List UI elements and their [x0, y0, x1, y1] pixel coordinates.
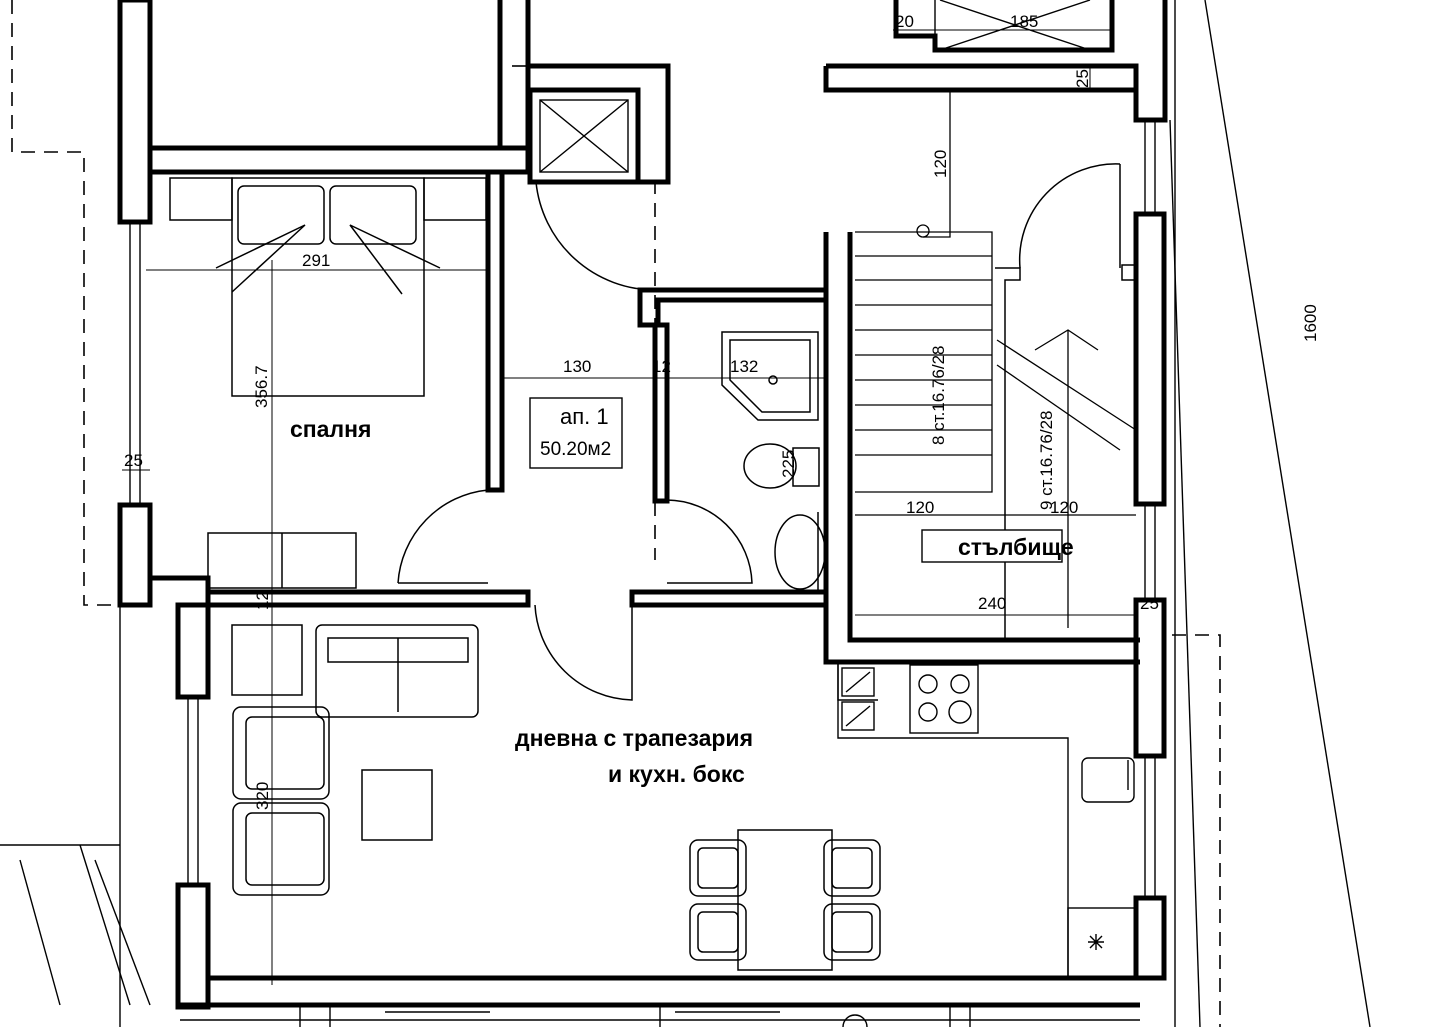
dim-356-7: 356.7 — [252, 365, 271, 408]
thin-lines — [0, 0, 1371, 1027]
apartment-area: 50.20м2 — [540, 439, 611, 460]
dim-120-vertical: 120 — [931, 150, 950, 178]
shaft — [539, 99, 629, 173]
dim-1600: 1600 — [1301, 304, 1320, 342]
bathroom-fixtures — [721, 331, 826, 590]
dim-320: 320 — [253, 782, 272, 810]
stair-run-2: 9 ст.16.76/28 — [1037, 411, 1056, 510]
walls — [117, 0, 1168, 1010]
room-label-living-2: и кухн. бокс — [608, 761, 745, 787]
dimension-lines — [122, 29, 1136, 985]
stair-run-1: 8 ст.16.76/28 — [929, 346, 948, 445]
kitchen — [837, 662, 1137, 979]
dim-25-left: 25 — [124, 451, 143, 470]
bed — [169, 177, 487, 589]
dim-20: 20 — [895, 12, 914, 31]
stair-treads — [855, 90, 1137, 628]
dim-120-a: 120 — [906, 498, 934, 517]
dim-132: 132 — [730, 357, 758, 376]
dim-25-top: 25 — [1073, 69, 1092, 88]
living-furniture — [231, 624, 479, 896]
room-label-bedroom: спалня — [290, 416, 371, 442]
stairs-label-box — [921, 529, 1063, 563]
dim-25-right: 25 — [1140, 594, 1159, 613]
room-label-stairs: стълбище — [958, 534, 1074, 560]
room-label-living-1: дневна с трапезария — [515, 725, 753, 751]
dim-12-mid: 12 — [652, 357, 671, 376]
doors — [397, 163, 1137, 701]
dim-291: 291 — [302, 251, 330, 270]
dim-130: 130 — [563, 357, 591, 376]
dim-240: 240 — [978, 594, 1006, 613]
dim-120-b: 120 — [1050, 498, 1078, 517]
dim-225: 225 — [779, 450, 798, 478]
apartment-name: ап. 1 — [560, 404, 609, 429]
dim-12-low: 12 — [253, 591, 272, 610]
dim-185: 185 — [1010, 12, 1038, 31]
dining-set — [689, 829, 881, 971]
apartment-tag-box — [529, 397, 623, 469]
dashed-outlines — [11, 0, 1221, 1027]
